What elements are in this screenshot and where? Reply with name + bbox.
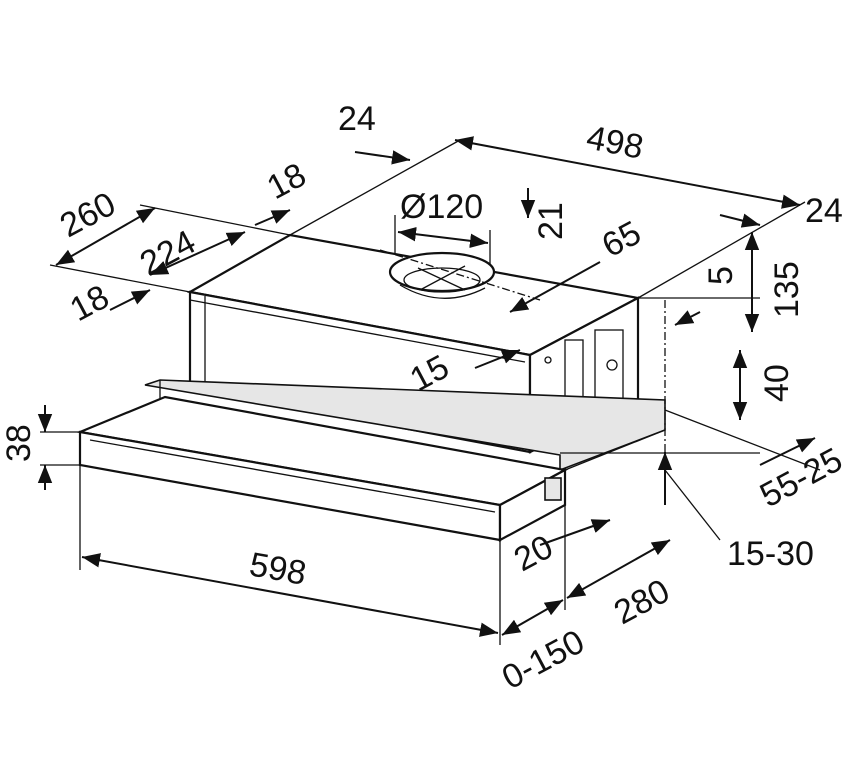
dim-duct-height: 21 bbox=[532, 202, 570, 240]
dim-drawer-height: 38 bbox=[0, 424, 38, 462]
dim-height-total: 135 bbox=[768, 261, 806, 318]
dim-small-offset: 5 bbox=[702, 266, 740, 285]
dim-width-total: 598 bbox=[247, 545, 309, 592]
dim-depth-inner: 224 bbox=[134, 223, 202, 283]
dim-width-top: 498 bbox=[583, 119, 646, 167]
dim-extension-range: 0-150 bbox=[496, 623, 591, 697]
dim-duct-diameter: Ø120 bbox=[400, 188, 483, 226]
dim-mount-range: 15-30 bbox=[727, 535, 814, 573]
dim-extension-depth: 280 bbox=[608, 572, 676, 632]
dim-side-offset-upper: 18 bbox=[261, 156, 312, 207]
dim-top-offset: 24 bbox=[338, 100, 376, 138]
extension-lines bbox=[40, 139, 821, 645]
dim-duct-offset: 65 bbox=[596, 214, 647, 265]
dim-rail-range: 55-25 bbox=[754, 441, 849, 515]
dim-side-offset-lower: 18 bbox=[64, 278, 115, 329]
dim-depth-total: 260 bbox=[54, 185, 122, 245]
dim-right-offset: 24 bbox=[805, 192, 843, 230]
dim-front-depth: 20 bbox=[508, 528, 559, 579]
dim-rail-height: 40 bbox=[758, 364, 796, 402]
drawer bbox=[76, 379, 666, 542]
duct-outlet bbox=[388, 251, 496, 299]
dimension-lines bbox=[37, 136, 816, 637]
